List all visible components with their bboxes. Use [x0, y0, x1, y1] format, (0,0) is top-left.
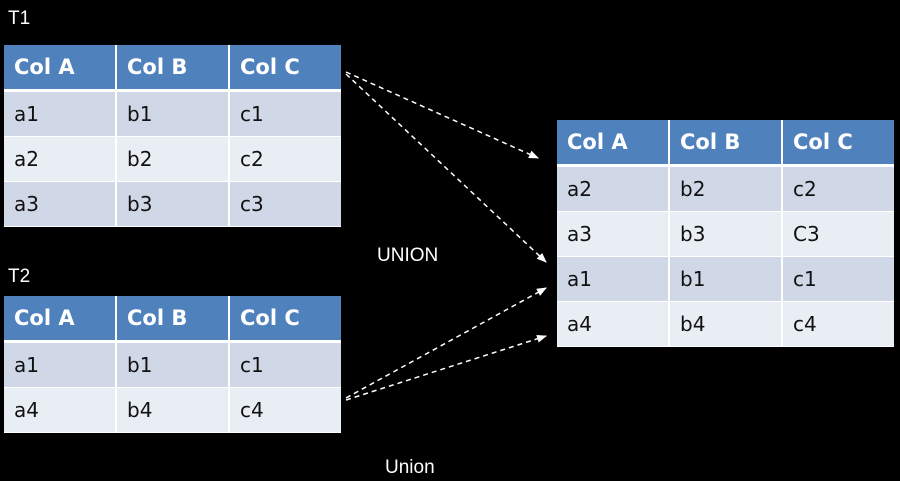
arrow-t2-to-result-bottom [345, 334, 547, 401]
cell: b4 [669, 301, 783, 347]
column-header: Col A [557, 120, 670, 167]
column-header: Col C [229, 45, 341, 92]
header-row: Col A Col B Col C [4, 45, 341, 92]
arrow-t1-to-result-top [345, 71, 539, 159]
table-row: a1 b1 c1 [4, 90, 341, 137]
cell: b1 [116, 341, 230, 388]
column-header: Col A [4, 296, 117, 343]
t1-title: T1 [8, 8, 31, 29]
cell: a2 [4, 136, 117, 182]
table-row: a3 b3 c3 [4, 181, 341, 227]
column-header: Col B [116, 296, 230, 343]
cell: C3 [782, 211, 894, 257]
table-t2: Col A Col B Col C a1 b1 c1 a4 b4 c4 [4, 296, 341, 433]
cell: c3 [229, 181, 341, 227]
cell: b2 [669, 165, 783, 212]
column-header: Col C [782, 120, 894, 167]
cell: b3 [116, 181, 230, 227]
cell: b2 [116, 136, 230, 182]
cell: a1 [557, 256, 670, 302]
caption: Union [385, 457, 435, 478]
table-row: a4 b4 c4 [557, 301, 894, 347]
column-header: Col B [116, 45, 230, 92]
cell: c2 [229, 136, 341, 182]
table-result: Col A Col B Col C a2 b2 c2 a3 b3 C3 a1 b… [557, 120, 894, 347]
arrow-t2-to-result-mid [345, 287, 547, 399]
cell: c1 [782, 256, 894, 302]
cell: a1 [4, 341, 117, 388]
table-row: a4 b4 c4 [4, 387, 341, 433]
arrow-t1-to-result-mid [345, 73, 547, 263]
cell: a3 [557, 211, 670, 257]
cell: c4 [782, 301, 894, 347]
operation-label: UNION [377, 245, 439, 266]
cell: b4 [116, 387, 230, 433]
header-row: Col A Col B Col C [557, 120, 894, 167]
column-header: Col A [4, 45, 117, 92]
column-header: Col B [669, 120, 783, 167]
cell: c1 [229, 90, 341, 137]
cell: b1 [116, 90, 230, 137]
table-row: a2 b2 c2 [4, 136, 341, 182]
table-row: a3 b3 C3 [557, 211, 894, 257]
table-row: a1 b1 c1 [4, 341, 341, 388]
table-row: a2 b2 c2 [557, 165, 894, 212]
cell: a3 [4, 181, 117, 227]
t2-title: T2 [8, 266, 31, 287]
cell: a4 [4, 387, 117, 433]
header-row: Col A Col B Col C [4, 296, 341, 343]
cell: a2 [557, 165, 670, 212]
cell: a4 [557, 301, 670, 347]
cell: b1 [669, 256, 783, 302]
cell: c1 [229, 341, 341, 388]
cell: c4 [229, 387, 341, 433]
table-t1: Col A Col B Col C a1 b1 c1 a2 b2 c2 a3 b… [4, 45, 341, 227]
cell: a1 [4, 90, 117, 137]
cell: b3 [669, 211, 783, 257]
table-row: a1 b1 c1 [557, 256, 894, 302]
column-header: Col C [229, 296, 341, 343]
cell: c2 [782, 165, 894, 212]
